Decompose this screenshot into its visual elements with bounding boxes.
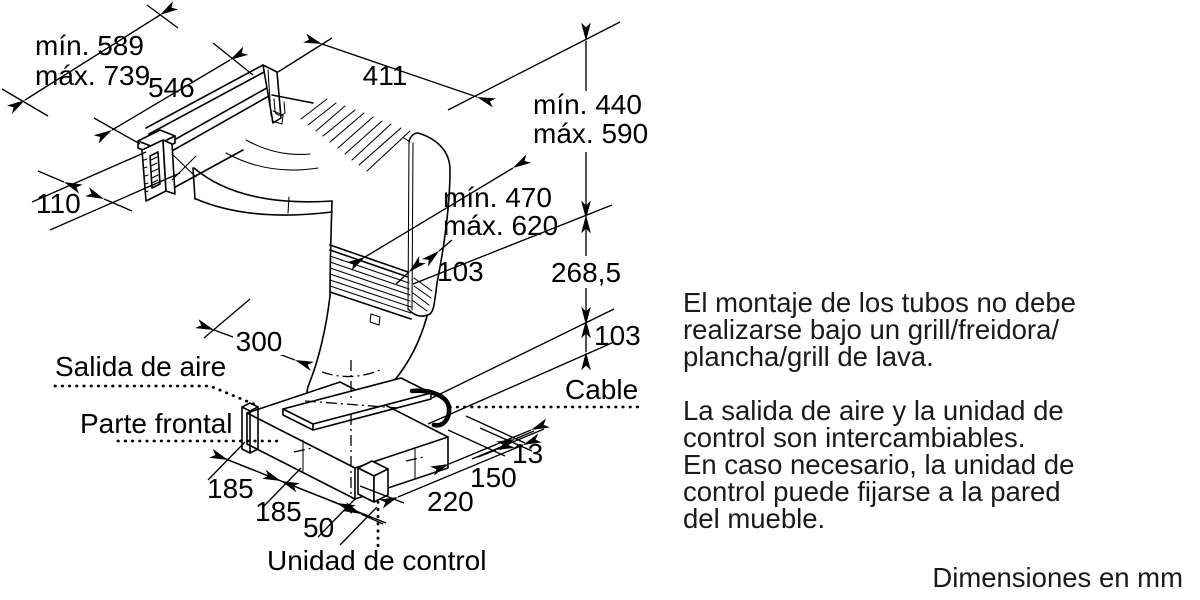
note-paragraph-tubes: El montaje de los tubos no debe realizar…	[683, 287, 1076, 372]
dim-box-half-a: 185	[207, 473, 254, 504]
connector-box	[357, 460, 389, 503]
control-unit-box	[241, 360, 452, 503]
flexible-duct-ribs-top	[300, 98, 411, 172]
dim-overall-min: mín. 589	[35, 30, 144, 61]
dim-top-duct: 411	[363, 60, 408, 91]
label-air-outlet: Salida de aire	[55, 351, 226, 382]
dim-box-depth: 150	[470, 462, 517, 493]
dim-cable-gap: 13	[512, 438, 543, 469]
dim-right-max: máx. 590	[533, 118, 648, 149]
dim-offset: 300	[236, 326, 283, 357]
dim-connector-width: 50	[303, 512, 334, 543]
dim-overall-max: máx. 739	[35, 60, 150, 91]
dim-box-clearance: 103	[594, 320, 641, 351]
note-paragraph-interchangeable: La salida de aire y la unidad de control…	[683, 395, 1075, 534]
dim-duct-max: máx. 620	[443, 210, 558, 241]
text-mask-300	[233, 332, 285, 355]
label-front-side: Parte frontal	[80, 408, 233, 439]
mounting-bracket	[137, 129, 197, 202]
dim-box-half-b: 185	[255, 496, 302, 527]
dim-right-min: mín. 440	[533, 89, 642, 120]
label-cable: Cable	[565, 374, 638, 405]
dim-duct-depth: 103	[437, 256, 484, 287]
label-control-unit: Unidad de control	[267, 545, 486, 576]
curved-duct-transition	[192, 94, 333, 216]
part-labels: Salida de aire Parte frontal Cable Unida…	[55, 351, 638, 576]
dim-mid-height: 268,5	[551, 257, 621, 288]
dim-rail-length: 546	[148, 72, 195, 103]
flexible-duct-ribs-bottom	[329, 244, 412, 326]
leader-lines	[53, 384, 644, 553]
dim-box-length: 220	[427, 486, 474, 517]
dimension-labels: mín. 589 máx. 739 546 411 110 mín. 440 m…	[35, 30, 648, 543]
units-note: Dimensiones en mm	[932, 562, 1183, 593]
dim-duct-min: mín. 470	[443, 182, 552, 213]
dimension-lines	[6, 1, 591, 525]
text-mask-268	[548, 256, 624, 288]
dim-bracket-height: 110	[36, 188, 81, 219]
